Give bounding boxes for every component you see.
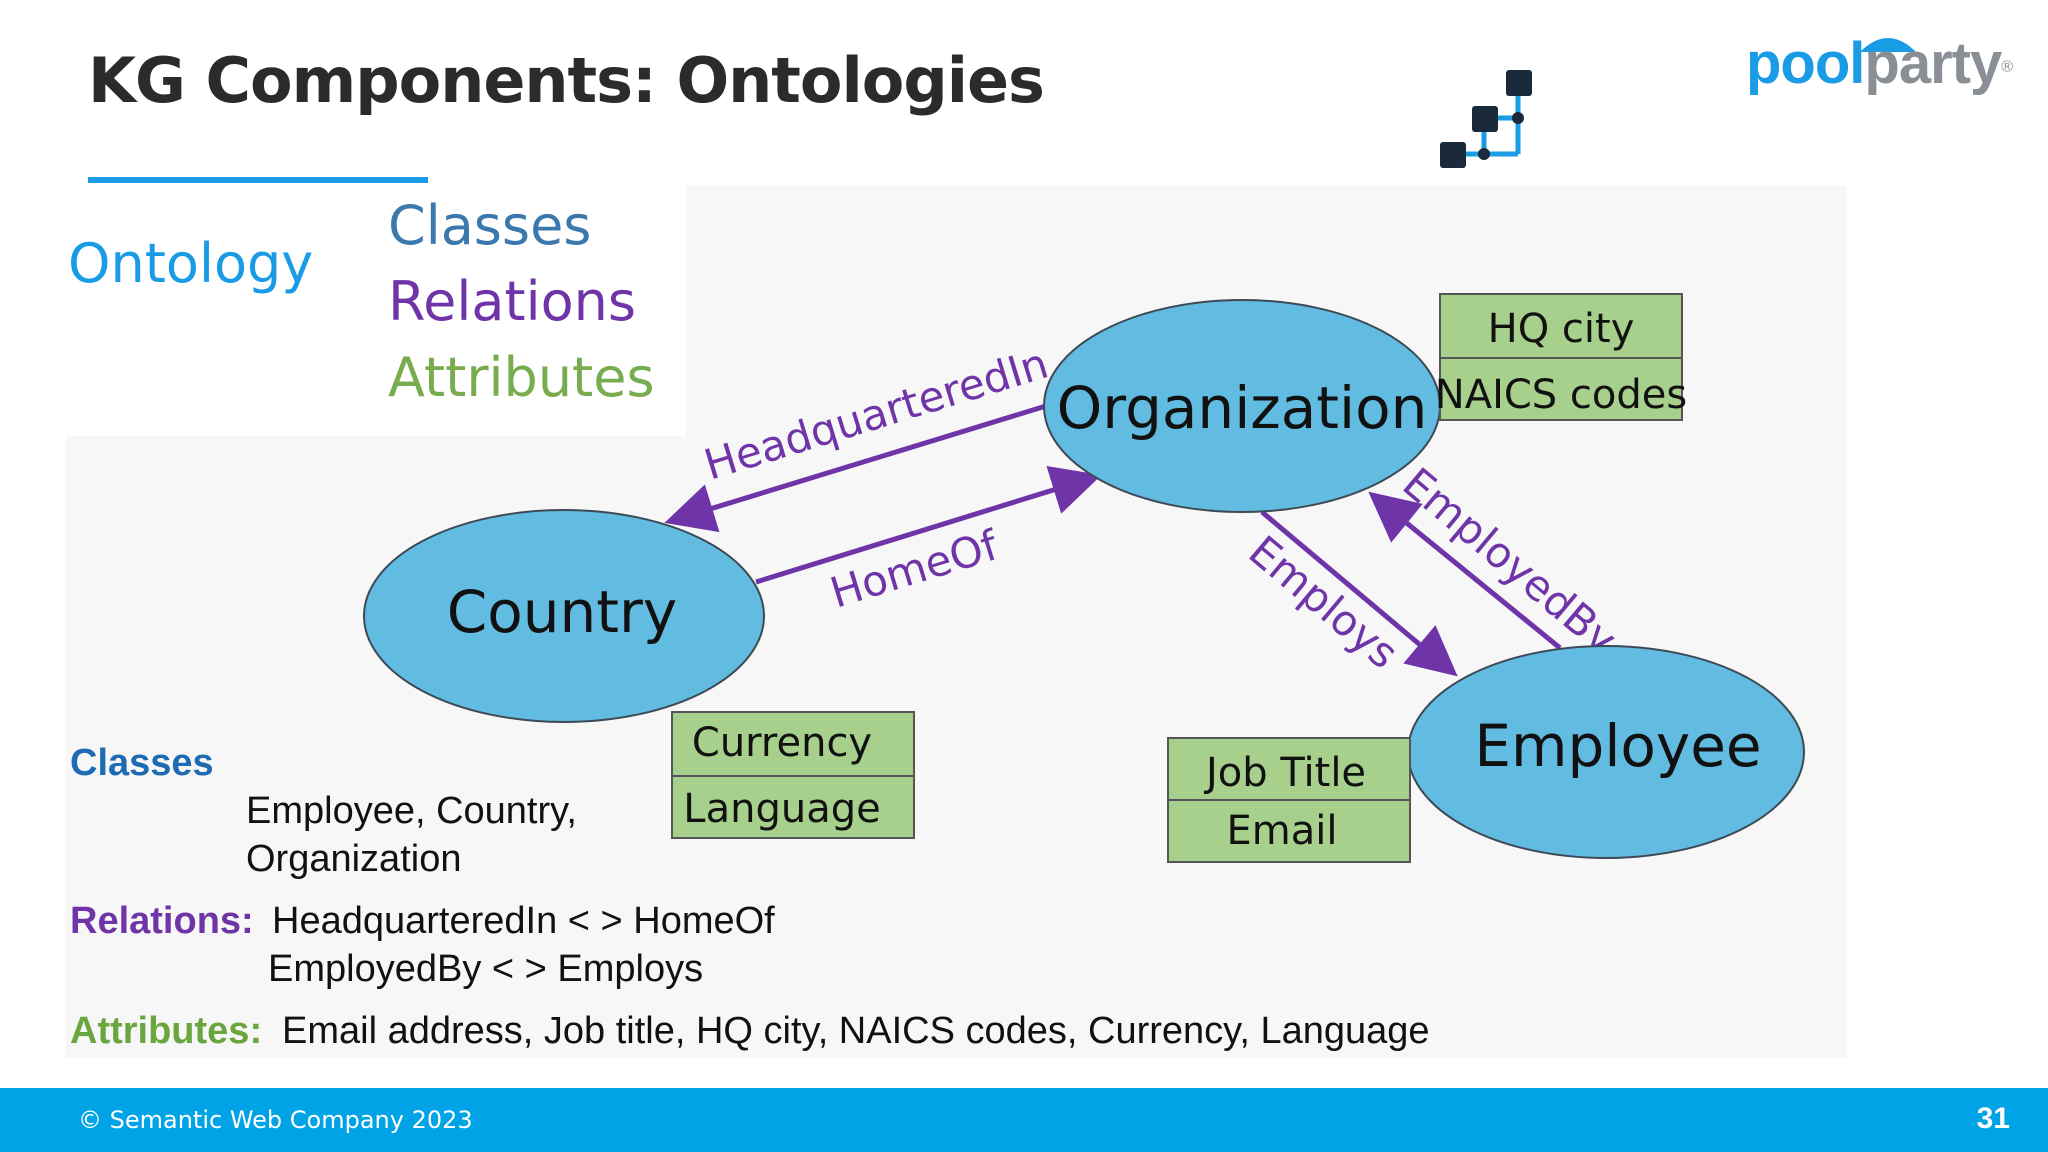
title-underline [88, 177, 428, 183]
poolparty-logo: poolparty® [1746, 30, 2013, 120]
legend-box [66, 186, 686, 436]
employee-attributes-table: Job Title Email [1167, 737, 1411, 863]
logo-pool-text: pool [1746, 31, 1865, 96]
footer-bar: © Semantic Web Company 2023 31 [0, 1088, 2048, 1152]
legend-classes: Classes [388, 194, 592, 257]
slide-title: KG Components: Ontologies [88, 44, 1045, 117]
organization-label: Organization [1057, 374, 1428, 442]
employs-label: Employs [1240, 526, 1408, 678]
summary-attributes-line: Email address, Job title, HQ city, NAICS… [282, 1010, 1430, 1052]
country-attributes-table: Currency Language [671, 711, 915, 839]
employs-arrow [1260, 510, 1458, 677]
summary-classes-line2: Organization [246, 838, 462, 880]
employed-by-label: EmployedBy [1394, 458, 1627, 664]
legend-relations: Relations [388, 270, 636, 333]
organization-attributes-table: HQ city NAICS codes [1435, 293, 1687, 421]
organization-node: Organization [1043, 299, 1441, 513]
summary-attributes-heading: Attributes: [70, 1010, 263, 1052]
country-label: Country [447, 578, 677, 646]
employee-label: Employee [1474, 712, 1761, 780]
brand-mark-icon [1440, 70, 1532, 168]
employed-by-arrow [1368, 491, 1562, 650]
country-node: Country [363, 509, 765, 723]
summary-classes-line1: Employee, Country, [246, 790, 577, 832]
logo-registered-mark: ® [2001, 58, 2013, 76]
home-of-arrow [755, 465, 1102, 585]
employee-node: Employee [1407, 645, 1805, 859]
logo-party-text: party [1864, 31, 2002, 96]
attr-currency: Currency [692, 720, 872, 766]
footer-copyright: © Semantic Web Company 2023 [78, 1106, 473, 1134]
legend-attributes: Attributes [388, 346, 655, 409]
attr-hq-city: HQ city [1488, 306, 1635, 352]
summary-relations-line2: EmployedBy < > Employs [268, 948, 704, 990]
attr-language: Language [683, 786, 880, 832]
attr-job-title: Job Title [1203, 750, 1366, 796]
ontology-label: Ontology [68, 232, 314, 295]
attr-email: Email [1227, 808, 1338, 854]
headquartered-in-label: HeadquarteredIn [699, 339, 1054, 490]
logo-umbrella-icon [1860, 38, 1916, 52]
summary-relations-heading: Relations: [70, 900, 254, 942]
page-number: 31 [1976, 1102, 2010, 1135]
summary-classes-heading: Classes [70, 742, 214, 784]
headquartered-in-arrow [664, 403, 1047, 533]
attr-naics-codes: NAICS codes [1435, 372, 1687, 418]
summary-relations-line1: HeadquarteredIn < > HomeOf [272, 900, 775, 942]
